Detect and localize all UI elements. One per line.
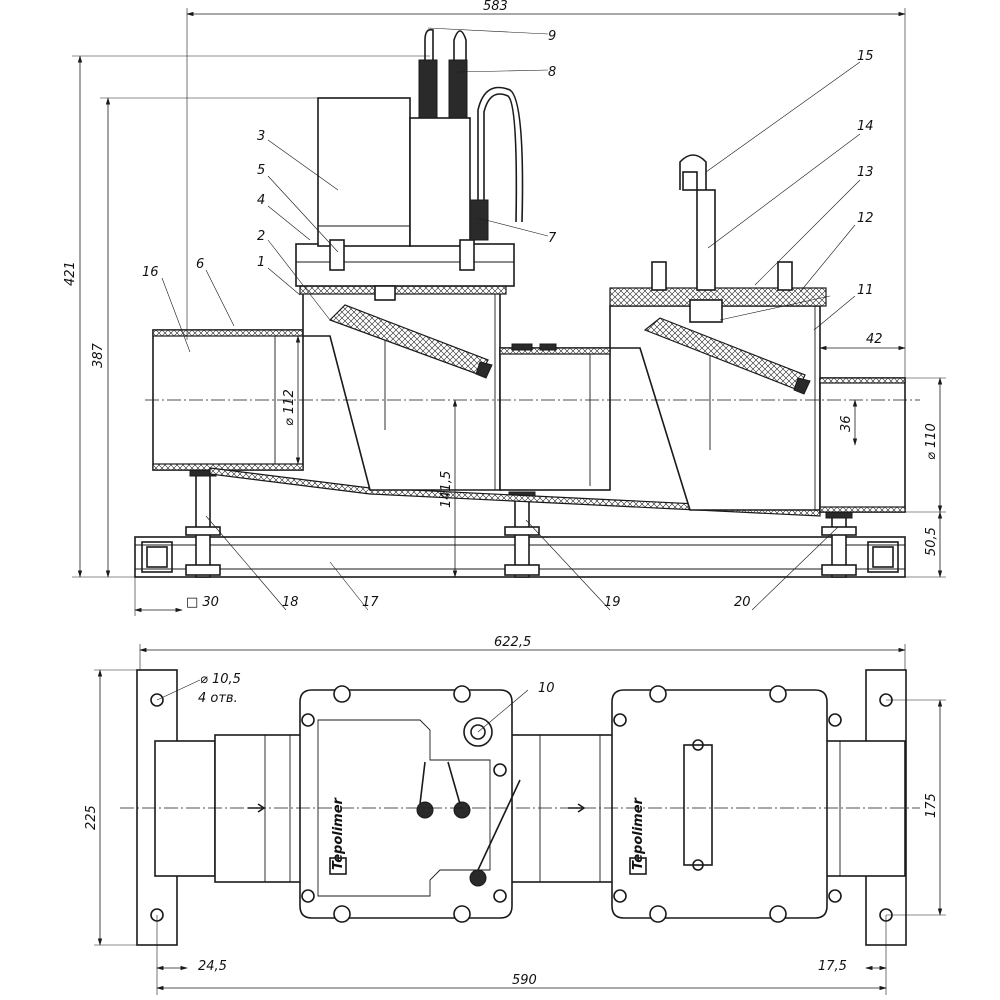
plan-view: 622,5 Tepolimer Tepolimer: [84, 635, 946, 995]
mount-hole-diameter: ⌀ 10,5: [200, 672, 241, 687]
dim-d112: ⌀ 112: [282, 389, 297, 426]
plan-valve-body-1: [299, 689, 513, 919]
callout-2: 2: [257, 229, 265, 244]
callouts: 1 2 3 4 5 6 7 8 9 11 12 13 14 15 16 17 1…: [142, 27, 874, 611]
brand-label-2: Tepolimer: [631, 796, 646, 870]
callout-15: 15: [857, 49, 874, 64]
brand-label-1: Tepolimer: [331, 796, 346, 870]
callout-9: 9: [548, 29, 556, 44]
callout-11: 11: [857, 283, 874, 298]
dim-622-5: 622,5: [494, 635, 531, 650]
callout-7: 7: [548, 231, 557, 246]
support-studs: [185, 469, 857, 578]
callout-1: 1: [257, 255, 265, 270]
dim-42: 42: [866, 332, 883, 347]
dim-d110: ⌀ 110: [924, 423, 939, 460]
callout-20: 20: [734, 595, 751, 610]
plan-inlet-pipe: [154, 740, 216, 877]
dim-36: 36: [839, 415, 854, 432]
dim-387: 387: [91, 342, 106, 368]
dim-24-5: 24,5: [198, 959, 227, 974]
callout-16: 16: [142, 265, 159, 280]
dim-421: 421: [63, 261, 78, 286]
dim-175: 175: [924, 793, 939, 818]
callout-18: 18: [282, 595, 299, 610]
dim-50-5: 50,5: [924, 527, 939, 556]
plan-outlet-pipe: [819, 740, 906, 877]
valve-housing-2: [609, 154, 827, 511]
side-view: [134, 28, 920, 578]
dim-225: 225: [84, 805, 99, 830]
dim-590: 590: [512, 973, 537, 988]
middle-pipe: [499, 343, 611, 491]
callout-14: 14: [857, 119, 874, 134]
plan-valve-body-2: [611, 689, 828, 919]
dim-583: 583: [483, 0, 508, 14]
cables: [418, 28, 524, 241]
callout-19: 19: [604, 595, 621, 610]
outlet-pipe: [819, 377, 906, 513]
valve-housing-1: [295, 97, 515, 491]
dim-17-5: 17,5: [818, 959, 847, 974]
callout-4: 4: [257, 193, 265, 208]
callout-10: 10: [538, 681, 555, 696]
side-dimensions: 583 421 387 141,5 ⌀ 112 ⌀ 110 50,5 36 42…: [63, 0, 946, 616]
callout-13: 13: [857, 165, 874, 180]
cover-bolts: [301, 685, 842, 923]
callout-6: 6: [196, 257, 204, 272]
dim-141-5: 141,5: [439, 471, 454, 508]
dim-square-30: □ 30: [186, 595, 219, 610]
callout-17: 17: [362, 595, 379, 610]
callout-8: 8: [548, 65, 556, 80]
callout-3: 3: [257, 129, 265, 144]
mount-hole-count: 4 отв.: [198, 691, 238, 706]
callout-12: 12: [857, 211, 874, 226]
callout-5: 5: [257, 163, 265, 178]
